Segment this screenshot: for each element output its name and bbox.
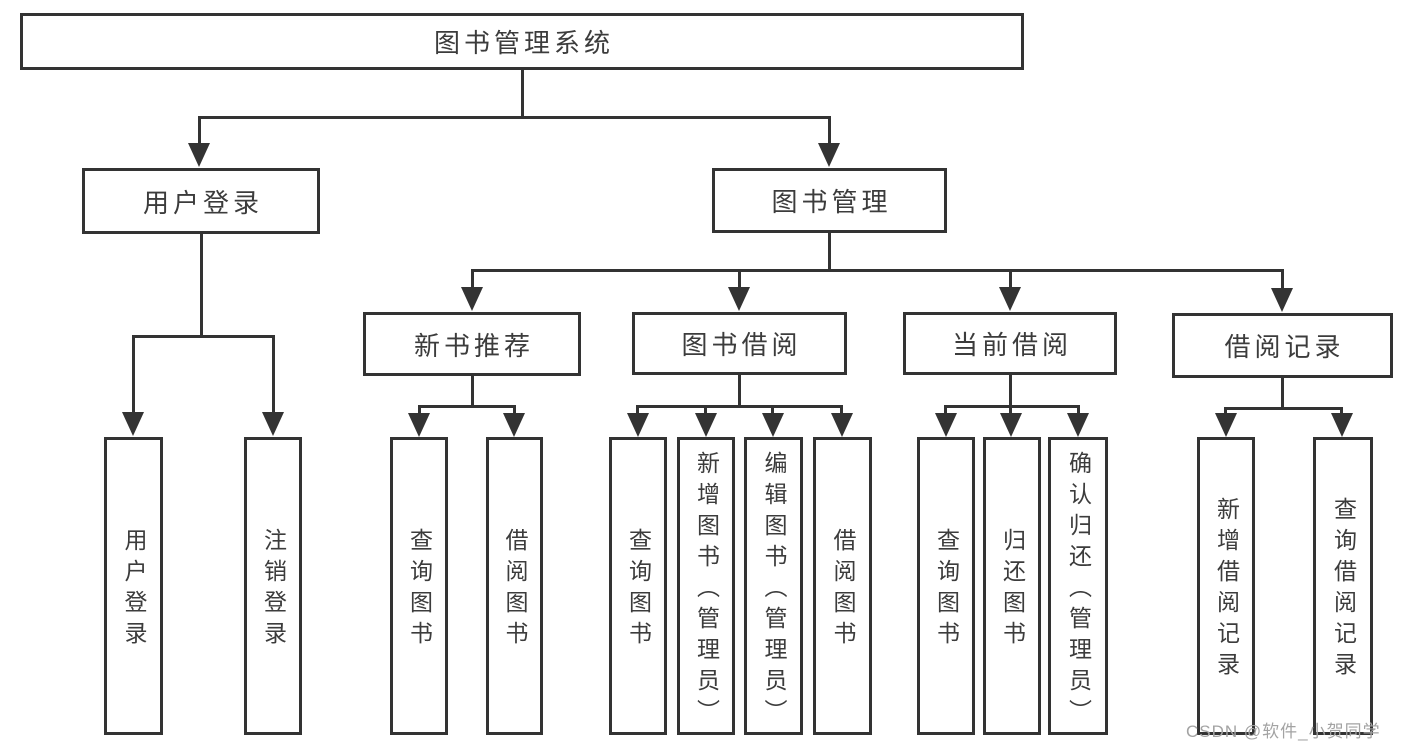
connector-line bbox=[513, 405, 516, 417]
connector-line bbox=[840, 405, 843, 417]
arrowhead-down-icon bbox=[999, 287, 1021, 311]
leaf-bb-query-books: 查询图书 bbox=[609, 437, 667, 735]
leaf-label: 查询借阅记录 bbox=[1330, 497, 1357, 683]
arrowhead-down-icon bbox=[935, 413, 957, 437]
connector-line bbox=[1009, 375, 1012, 406]
arrowhead-down-icon bbox=[1215, 413, 1237, 437]
leaf-nbr-borrow-books: 借阅图书 bbox=[486, 437, 543, 735]
csdn-watermark: CSDN @软件_小贺同学 bbox=[1186, 722, 1381, 741]
node-label: 新书推荐 bbox=[413, 330, 534, 361]
arrowhead-down-icon bbox=[831, 413, 853, 437]
node-label: 借阅记录 bbox=[1224, 332, 1345, 362]
connector-line bbox=[1077, 405, 1080, 417]
connector-line bbox=[521, 70, 524, 117]
node-book-borrowing: 图书借阅 bbox=[632, 312, 847, 375]
connector-line bbox=[945, 405, 1079, 408]
node-label: 图书借阅 bbox=[681, 330, 802, 360]
leaf-br-query-borrow-record: 查询借阅记录 bbox=[1313, 437, 1373, 735]
leaf-label: 借阅图书 bbox=[830, 528, 856, 652]
arrowhead-down-icon bbox=[461, 287, 483, 311]
arrowhead-down-icon bbox=[1067, 413, 1089, 437]
connector-line bbox=[738, 375, 741, 406]
leaf-br-add-borrow-record: 新增借阅记录 bbox=[1197, 437, 1255, 735]
leaf-label: 查询图书 bbox=[933, 528, 960, 652]
node-book-management: 图书管理 bbox=[712, 168, 947, 233]
connector-line bbox=[1340, 407, 1343, 417]
leaf-label: 编辑图书（管理员） bbox=[761, 450, 787, 730]
arrowhead-down-icon bbox=[762, 413, 784, 437]
arrowhead-down-icon bbox=[122, 412, 144, 436]
connector-line bbox=[944, 405, 947, 417]
node-borrowing-records: 借阅记录 bbox=[1172, 313, 1393, 378]
connector-line bbox=[1281, 378, 1284, 409]
leaf-bb-edit-books-admin: 编辑图书（管理员） bbox=[744, 437, 803, 735]
arrowhead-down-icon bbox=[262, 412, 284, 436]
node-label: 用户登录 bbox=[142, 187, 263, 218]
leaf-label: 查询图书 bbox=[625, 528, 652, 652]
node-user-login: 用户登录 bbox=[82, 168, 320, 234]
connector-line bbox=[828, 116, 831, 147]
arrowhead-down-icon bbox=[627, 413, 649, 437]
arrowhead-down-icon bbox=[1000, 413, 1022, 437]
connector-line bbox=[418, 405, 421, 417]
leaf-bb-add-books-admin: 新增图书（管理员） bbox=[677, 437, 735, 735]
connector-line bbox=[1009, 405, 1012, 417]
connector-line bbox=[272, 335, 275, 419]
node-label: 图书管理系统 bbox=[433, 28, 614, 58]
connector-line bbox=[198, 116, 201, 147]
connector-line bbox=[1225, 407, 1343, 410]
connector-line bbox=[1224, 407, 1227, 417]
arrowhead-down-icon bbox=[408, 413, 430, 437]
arrowhead-down-icon bbox=[503, 413, 525, 437]
connector-line bbox=[471, 269, 474, 292]
leaf-logout-login: 注销登录 bbox=[244, 437, 302, 735]
connector-line bbox=[471, 376, 474, 406]
arrowhead-down-icon bbox=[728, 287, 750, 311]
leaf-user-login: 用户登录 bbox=[104, 437, 163, 735]
node-current-borrowing: 当前借阅 bbox=[903, 312, 1117, 375]
leaf-bb-borrow-books: 借阅图书 bbox=[813, 437, 872, 735]
leaf-label: 用户登录 bbox=[121, 528, 147, 652]
connector-line bbox=[1281, 269, 1284, 292]
arrowhead-down-icon bbox=[1331, 413, 1353, 437]
arrowhead-down-icon bbox=[188, 143, 210, 167]
connector-line bbox=[132, 335, 274, 338]
connector-line bbox=[471, 269, 1283, 272]
connector-line bbox=[132, 335, 135, 419]
leaf-label: 新增图书（管理员） bbox=[693, 450, 720, 730]
leaf-label: 查询图书 bbox=[406, 528, 433, 652]
leaf-label: 新增借阅记录 bbox=[1213, 497, 1240, 683]
leaf-label: 注销登录 bbox=[260, 528, 287, 652]
connector-line bbox=[198, 116, 831, 119]
leaf-label: 归还图书 bbox=[999, 528, 1026, 652]
arrowhead-down-icon bbox=[818, 143, 840, 167]
node-label: 图书管理 bbox=[771, 187, 892, 217]
node-library-management-system: 图书管理系统 bbox=[20, 13, 1024, 70]
node-new-book-recommend: 新书推荐 bbox=[363, 312, 581, 376]
connector-line bbox=[828, 233, 831, 271]
leaf-cb-confirm-return-admin: 确认归还（管理员） bbox=[1048, 437, 1108, 735]
leaf-cb-query-books: 查询图书 bbox=[917, 437, 975, 735]
connector-line bbox=[200, 234, 203, 336]
connector-line bbox=[418, 405, 516, 408]
node-label: 当前借阅 bbox=[951, 330, 1072, 360]
arrowhead-down-icon bbox=[695, 413, 717, 437]
connector-line bbox=[704, 405, 707, 417]
connector-line bbox=[637, 405, 843, 408]
connector-line bbox=[1009, 269, 1012, 292]
leaf-cb-return-books: 归还图书 bbox=[983, 437, 1041, 735]
connector-line bbox=[738, 269, 741, 292]
leaf-nbr-query-books: 查询图书 bbox=[390, 437, 448, 735]
connector-line bbox=[636, 405, 639, 417]
arrowhead-down-icon bbox=[1271, 288, 1293, 312]
leaf-label: 借阅图书 bbox=[502, 528, 528, 652]
connector-line bbox=[771, 405, 774, 417]
leaf-label: 确认归还（管理员） bbox=[1065, 450, 1092, 730]
